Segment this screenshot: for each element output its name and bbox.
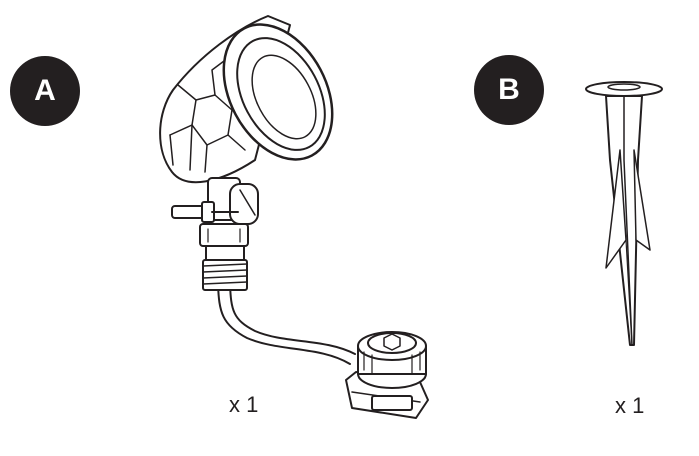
- spotlight-illustration: [159, 15, 429, 419]
- cable-connector: [345, 331, 429, 419]
- part-b-quantity: x 1: [615, 393, 645, 418]
- ground-stake-illustration: [585, 81, 663, 346]
- part-b-badge: B: [474, 55, 544, 125]
- part-a-badge: A: [10, 56, 80, 126]
- lamp-lens: [251, 54, 317, 140]
- cable: [217, 283, 351, 365]
- part-a-quantity: x 1: [229, 392, 259, 417]
- part-b-label: B: [498, 73, 520, 106]
- part-a-label: A: [34, 74, 56, 107]
